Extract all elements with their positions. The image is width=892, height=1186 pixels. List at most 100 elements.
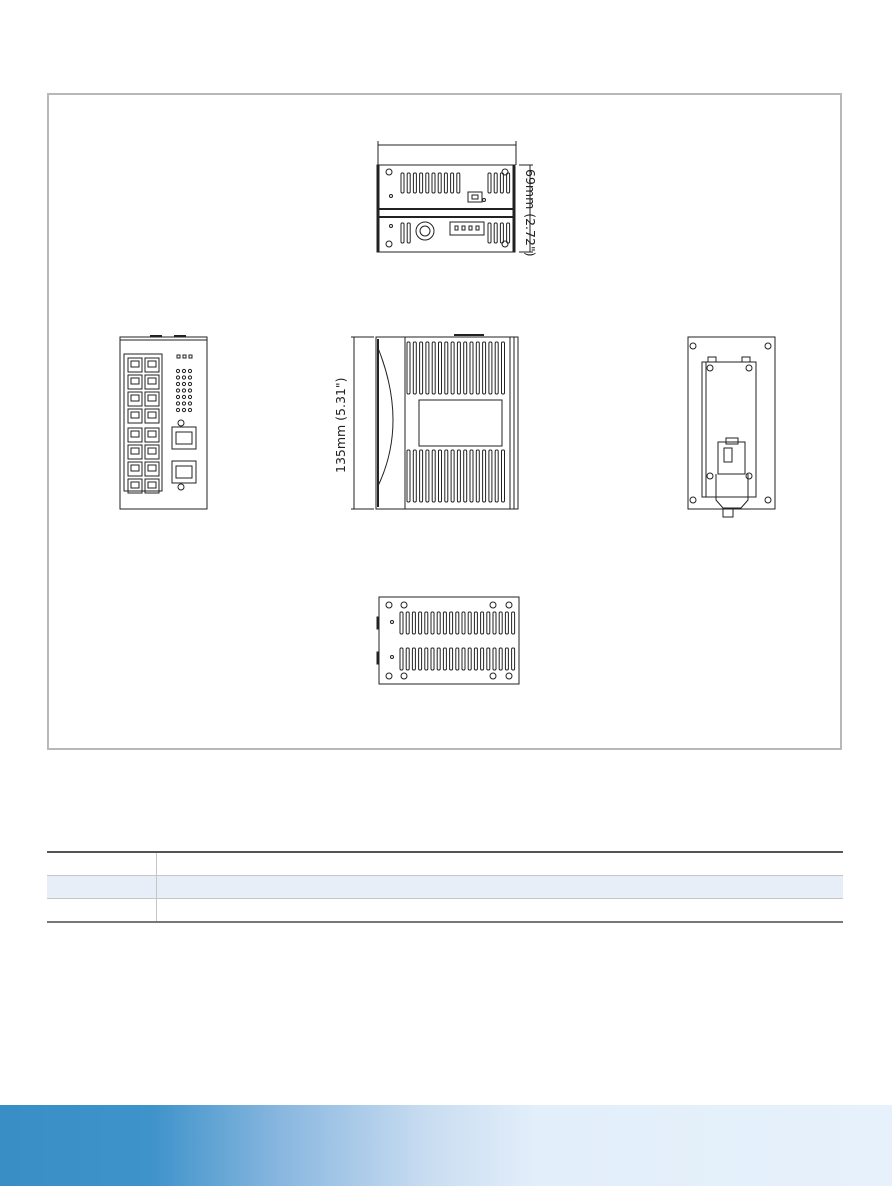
port-led bbox=[181, 394, 187, 400]
vent-slot bbox=[488, 449, 493, 503]
vent-slot bbox=[501, 449, 505, 503]
status-led bbox=[182, 354, 187, 359]
vent-slot bbox=[475, 341, 480, 395]
ethernet-port bbox=[127, 444, 143, 460]
specification-table bbox=[47, 851, 843, 923]
top-view bbox=[376, 141, 533, 253]
vent-slot bbox=[431, 172, 436, 194]
table-cell-label bbox=[47, 875, 157, 899]
ethernet-port-latch bbox=[130, 377, 140, 385]
port-led bbox=[181, 401, 187, 406]
port-led bbox=[187, 381, 193, 387]
vent-slot bbox=[494, 449, 499, 503]
port-led bbox=[181, 375, 187, 380]
vent-slot bbox=[431, 341, 436, 395]
table-cell-label bbox=[47, 898, 157, 922]
ethernet-port-latch bbox=[147, 394, 157, 402]
table-row bbox=[47, 875, 843, 899]
vent-slot bbox=[418, 611, 423, 635]
vent-slot bbox=[425, 449, 430, 503]
ethernet-port bbox=[127, 427, 143, 443]
vent-slot bbox=[431, 449, 436, 503]
ethernet-port bbox=[144, 478, 160, 494]
vent-slot bbox=[493, 172, 498, 194]
ethernet-port-latch bbox=[130, 430, 140, 438]
vent-slot bbox=[449, 611, 454, 635]
vent-slot bbox=[492, 611, 497, 635]
port-led bbox=[175, 368, 181, 374]
vent-slot bbox=[469, 449, 474, 503]
ethernet-port-latch bbox=[130, 447, 140, 455]
port-led bbox=[187, 388, 193, 393]
vent-slot bbox=[494, 341, 499, 395]
ethernet-port bbox=[127, 408, 143, 424]
ethernet-port-latch bbox=[147, 447, 157, 455]
vent-slot bbox=[425, 172, 430, 194]
vent-slot bbox=[450, 449, 455, 503]
ethernet-port-latch bbox=[147, 360, 157, 368]
footer-gradient-band bbox=[0, 1105, 892, 1186]
vent-slot bbox=[424, 611, 429, 635]
table-cell-value bbox=[157, 899, 844, 923]
vent-slot bbox=[412, 341, 417, 395]
vent-slot bbox=[399, 647, 404, 671]
vent-slot bbox=[506, 172, 511, 194]
technical-drawing bbox=[119, 141, 776, 685]
table-row bbox=[47, 852, 843, 876]
vent-slot bbox=[463, 449, 468, 503]
port-led bbox=[187, 375, 193, 380]
vent-slot bbox=[442, 611, 447, 635]
table-cell-label bbox=[47, 852, 157, 876]
vent-slot bbox=[475, 449, 480, 503]
vent-slot bbox=[498, 647, 503, 671]
vent-slot bbox=[461, 611, 466, 635]
ethernet-port bbox=[144, 444, 160, 460]
vent-slot bbox=[412, 172, 417, 194]
vent-slot bbox=[430, 647, 435, 671]
vent-slot bbox=[487, 222, 492, 244]
vent-slot bbox=[405, 647, 410, 671]
port-led bbox=[187, 407, 193, 413]
port-led bbox=[181, 381, 187, 387]
ethernet-port bbox=[127, 391, 143, 407]
side-view bbox=[351, 334, 519, 510]
vent-slot bbox=[504, 611, 509, 635]
vent-slot bbox=[444, 449, 449, 503]
vent-slot bbox=[411, 647, 416, 671]
vent-slot bbox=[406, 341, 411, 395]
vent-slot bbox=[412, 449, 417, 503]
ethernet-port bbox=[127, 357, 143, 373]
ethernet-port bbox=[144, 408, 160, 424]
port-led bbox=[175, 407, 181, 413]
rear-view bbox=[687, 336, 776, 518]
ethernet-port bbox=[144, 374, 160, 390]
vent-slot bbox=[467, 611, 472, 635]
vent-slot bbox=[444, 341, 449, 395]
vent-slot bbox=[406, 172, 411, 194]
vent-slot bbox=[488, 341, 493, 395]
bottom-view bbox=[376, 596, 520, 685]
vent-slot bbox=[449, 647, 454, 671]
vent-slot bbox=[450, 341, 455, 395]
ethernet-port bbox=[144, 391, 160, 407]
vent-slot bbox=[487, 172, 492, 194]
port-led bbox=[187, 401, 193, 406]
port-led bbox=[175, 381, 181, 387]
vent-slot bbox=[455, 647, 460, 671]
vent-slot bbox=[499, 222, 504, 244]
port-led bbox=[187, 368, 193, 374]
vent-slot bbox=[400, 222, 405, 244]
front-view bbox=[119, 335, 208, 510]
vent-slot bbox=[498, 611, 503, 635]
ethernet-port bbox=[144, 357, 160, 373]
ethernet-port bbox=[144, 461, 160, 477]
vent-slot bbox=[443, 172, 448, 194]
vent-slot bbox=[400, 172, 405, 194]
status-led bbox=[188, 354, 193, 359]
table-cell-value bbox=[157, 852, 844, 876]
ethernet-port-latch bbox=[130, 464, 140, 472]
vent-slot bbox=[419, 341, 424, 395]
vent-slot bbox=[463, 341, 468, 395]
vent-slot bbox=[425, 341, 430, 395]
ethernet-port-latch bbox=[130, 481, 140, 489]
